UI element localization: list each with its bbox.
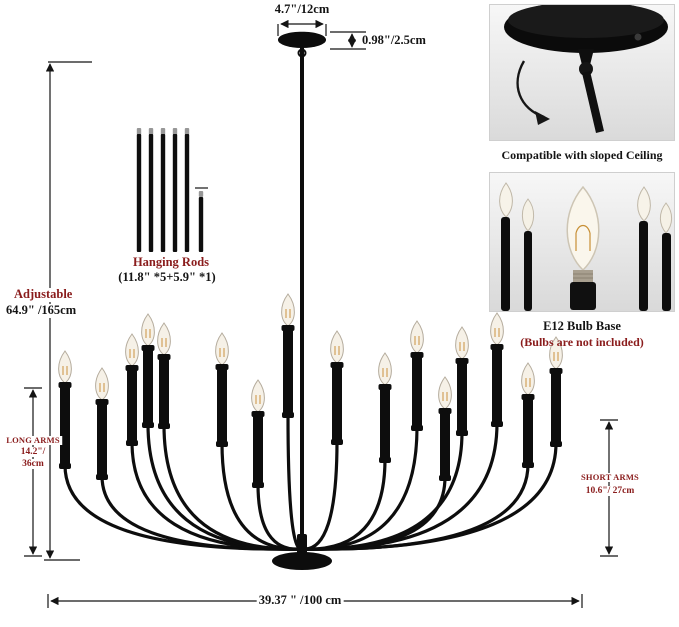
short-arms-value: 10.6"/ 27cm <box>583 486 637 497</box>
long-arms-value-cm: 36cm <box>20 459 46 470</box>
overall-width-label: 39.37 " /100 cm <box>256 593 344 608</box>
tilted-downrod <box>582 71 604 133</box>
hanging-rods-detail: (11.8" *5+5.9" *1) <box>116 270 218 285</box>
hanging-rods-illustration <box>136 128 208 252</box>
bulb-base-title: E12 Bulb Base <box>543 319 621 333</box>
long-arms-value-inches: 14.2"/ <box>18 447 48 458</box>
short-arms-label: SHORT ARMS <box>579 472 641 483</box>
canopy-illustration <box>278 31 326 552</box>
sloped-ceiling-panel <box>489 4 675 141</box>
bulb-panel <box>489 172 675 312</box>
sloped-ceiling-caption: Compatible with sloped Ceiling <box>501 148 663 162</box>
chandelier-illustration <box>58 293 563 570</box>
filament <box>575 224 591 251</box>
adjustable-label: Adjustable <box>12 287 75 302</box>
adjustable-value: 64.9" /165cm <box>4 303 79 318</box>
bulb-note: (Bulbs are not included) <box>520 335 644 349</box>
canopy-height-label: 0.98"/2.5cm <box>360 33 428 48</box>
canopy-width-label: 4.7"/12cm <box>272 2 332 17</box>
sloped-ceiling-illustration <box>490 5 674 140</box>
long-arms-label: LONG ARMS <box>4 435 62 446</box>
hanging-rods-title: Hanging Rods <box>130 255 212 270</box>
downrod <box>300 46 304 552</box>
bulb-illustration <box>490 173 674 311</box>
screw-icon <box>634 33 642 41</box>
rotation-arrow-head-icon <box>535 111 550 125</box>
